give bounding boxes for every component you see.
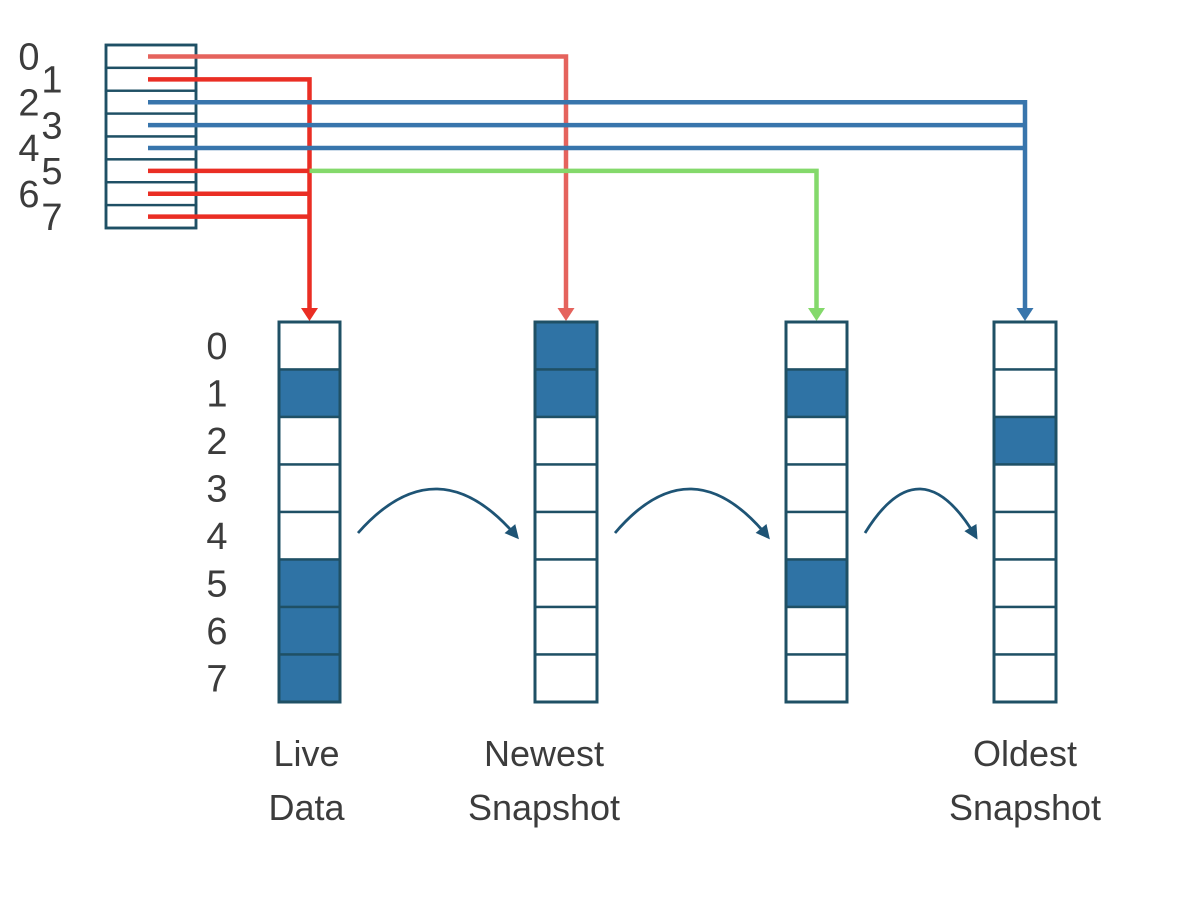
middle-snapshot-cell-6 [784,605,849,656]
live-data-cell-1 [277,368,342,419]
register-index-3: 3 [41,105,62,147]
copy-arrow-3 [863,487,978,540]
row-index-1: 1 [206,374,227,416]
newest-snapshot-cell-2 [533,415,599,466]
connector-red-trunk [148,77,312,309]
connector-blue-arrowhead [1016,308,1034,321]
register-outline [104,43,198,230]
oldest-snapshot-cell-2 [992,415,1058,466]
oldest-snapshot-cell-3 [992,463,1058,514]
connector-blue-trunk [148,99,1028,309]
newest-snapshot-cell-0 [533,320,599,371]
middle-snapshot-cell-4 [784,510,849,561]
middle-snapshot-cell-1 [784,368,849,419]
column-label-newest-snapshot-line2: Snapshot [468,787,620,828]
live-data-cell-5 [277,558,342,609]
newest-snapshot-cell-1 [533,368,599,419]
column-label-newest-snapshot-line1: Newest [484,733,604,774]
row-index-7: 7 [206,659,227,701]
register-index-2: 2 [18,82,39,124]
connector-green-trunk [309,168,819,309]
live-data-cell-2 [277,415,342,466]
connector-green-arrowhead [808,308,825,321]
live-data-cell-0 [277,320,342,371]
copy-arrow-1 [356,487,519,540]
middle-snapshot-cell-7 [784,653,849,704]
live-data-cell-3 [277,463,342,514]
middle-snapshot-cell-5 [784,558,849,609]
middle-snapshot-cell-3 [784,463,849,514]
middle-snapshot-cell-0 [784,320,849,371]
row-index-6: 6 [206,611,227,653]
oldest-snapshot-cell-4 [992,510,1058,561]
live-data-outline [277,320,342,704]
register-index-5: 5 [41,151,62,193]
middle-snapshot-outline [784,320,849,704]
oldest-snapshot-cell-7 [992,653,1058,704]
oldest-snapshot-cell-1 [992,368,1058,419]
oldest-snapshot-cell-6 [992,605,1058,656]
column-label-live-data-line2: Data [268,787,345,828]
copy-arrow-2 [613,487,770,540]
live-data-cell-7 [277,653,342,704]
connector-red-arrowhead [301,308,318,321]
register-index-1: 1 [41,60,62,102]
connector-salmon-trunk [148,54,569,309]
connector-salmon-arrowhead [557,308,575,321]
middle-snapshot-cell-2 [784,415,849,466]
register-index-6: 6 [18,174,39,216]
newest-snapshot-cell-6 [533,605,599,656]
live-data-cell-6 [277,605,342,656]
newest-snapshot-cell-5 [533,558,599,609]
row-index-3: 3 [206,469,227,511]
oldest-snapshot-cell-5 [992,558,1058,609]
row-index-4: 4 [206,516,227,558]
oldest-snapshot-cell-0 [992,320,1058,371]
column-label-oldest-snapshot-line1: Oldest [973,733,1077,774]
newest-snapshot-cell-7 [533,653,599,704]
oldest-snapshot-outline [992,320,1058,704]
row-index-0: 0 [206,326,227,368]
register-index-4: 4 [18,128,39,170]
register-index-7: 7 [41,197,62,239]
row-index-5: 5 [206,564,227,606]
newest-snapshot-cell-3 [533,463,599,514]
row-index-2: 2 [206,421,227,463]
column-label-oldest-snapshot-line2: Snapshot [949,787,1101,828]
column-label-live-data-line1: Live [273,733,339,774]
live-data-cell-4 [277,510,342,561]
newest-snapshot-outline [533,320,599,704]
newest-snapshot-cell-4 [533,510,599,561]
register-index-0: 0 [18,37,39,79]
